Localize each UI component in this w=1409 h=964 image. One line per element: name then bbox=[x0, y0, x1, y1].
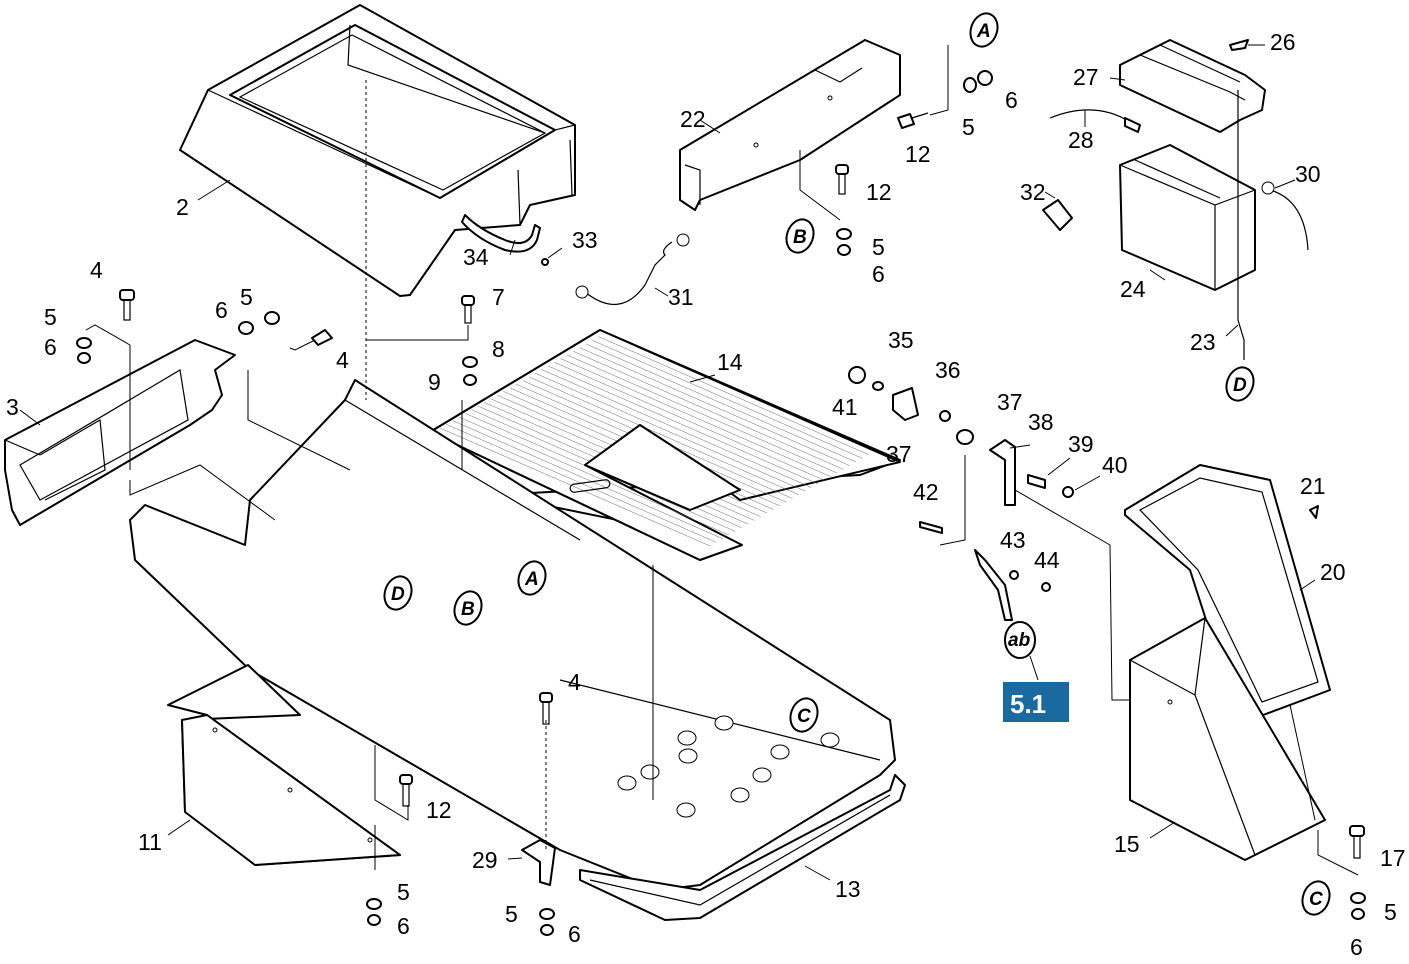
label-41: 41 bbox=[832, 394, 858, 420]
section-badge[interactable]: 5.1 bbox=[1003, 682, 1069, 722]
label-20: 20 bbox=[1320, 559, 1346, 585]
label-12c: 12 bbox=[866, 179, 892, 205]
label-5e: 5 bbox=[962, 114, 975, 140]
marker-b-floor: B bbox=[453, 590, 483, 626]
label-27: 27 bbox=[1073, 64, 1099, 90]
label-17: 17 bbox=[1380, 845, 1406, 871]
label-37a: 37 bbox=[997, 389, 1023, 415]
label-28: 28 bbox=[1068, 127, 1094, 153]
marker-d-top: D bbox=[1225, 366, 1255, 402]
label-13: 13 bbox=[835, 876, 861, 902]
label-23: 23 bbox=[1190, 329, 1216, 355]
hose-part-34 bbox=[461, 214, 541, 253]
label-36: 36 bbox=[935, 357, 961, 383]
label-31: 31 bbox=[668, 284, 694, 310]
label-12b: 12 bbox=[905, 141, 931, 167]
label-14: 14 bbox=[717, 349, 743, 375]
bracket-part-11 bbox=[167, 664, 401, 866]
label-5d: 5 bbox=[505, 901, 518, 927]
label-6g: 6 bbox=[1350, 934, 1363, 960]
label-7: 7 bbox=[492, 284, 505, 310]
svg-text:C: C bbox=[797, 706, 811, 727]
label-43: 43 bbox=[1000, 527, 1026, 553]
marker-a-top: A bbox=[969, 12, 999, 48]
label-6d: 6 bbox=[568, 921, 581, 947]
svg-text:A: A bbox=[524, 569, 539, 590]
label-5f: 5 bbox=[872, 234, 885, 260]
label-12a: 12 bbox=[426, 797, 452, 823]
label-5g: 5 bbox=[1384, 899, 1397, 925]
label-37b: 37 bbox=[886, 441, 912, 467]
marker-a-floor: A bbox=[517, 560, 547, 596]
label-40: 40 bbox=[1102, 452, 1128, 478]
svg-text:5.1: 5.1 bbox=[1010, 689, 1046, 719]
label-4c: 4 bbox=[568, 669, 581, 695]
label-3: 3 bbox=[6, 394, 19, 420]
svg-text:C: C bbox=[1309, 889, 1323, 910]
battery-holder-part-27 bbox=[1119, 39, 1266, 133]
label-39: 39 bbox=[1068, 431, 1094, 457]
label-15: 15 bbox=[1114, 831, 1140, 857]
label-5b: 5 bbox=[240, 284, 253, 310]
battery-part-24 bbox=[1119, 144, 1256, 291]
label-30: 30 bbox=[1295, 161, 1321, 187]
label-26: 26 bbox=[1270, 29, 1296, 55]
label-2: 2 bbox=[176, 194, 189, 220]
label-4a: 4 bbox=[90, 257, 103, 283]
label-6e: 6 bbox=[1005, 87, 1018, 113]
label-5c: 5 bbox=[397, 879, 410, 905]
label-6c: 6 bbox=[397, 913, 410, 939]
label-6f: 6 bbox=[872, 261, 885, 287]
label-38: 38 bbox=[1028, 409, 1054, 435]
label-44: 44 bbox=[1034, 547, 1060, 573]
svg-text:B: B bbox=[793, 227, 807, 248]
label-9: 9 bbox=[428, 369, 441, 395]
label-4b: 4 bbox=[336, 347, 349, 373]
hardware-parts bbox=[76, 39, 1366, 936]
label-21: 21 bbox=[1300, 473, 1326, 499]
label-24: 24 bbox=[1120, 276, 1146, 302]
bracket-part-29 bbox=[521, 839, 556, 886]
marker-c-right: C bbox=[1301, 880, 1331, 916]
label-34: 34 bbox=[463, 244, 489, 270]
label-5a: 5 bbox=[44, 304, 57, 330]
label-11: 11 bbox=[138, 829, 162, 855]
label-42: 42 bbox=[913, 479, 939, 505]
svg-text:ab: ab bbox=[1008, 630, 1031, 651]
leader-lines bbox=[85, 45, 1359, 876]
svg-text:D: D bbox=[1233, 375, 1247, 396]
part-numbers: 2 3 4 4 4 5 6 6 5 7 8 9 11 12 5 6 29 5 6… bbox=[6, 29, 1406, 960]
label-leaders bbox=[19, 44, 1316, 881]
rod-part-23 bbox=[1237, 90, 1245, 360]
floor-plate-part-13 bbox=[129, 379, 906, 921]
label-35: 35 bbox=[888, 327, 914, 353]
label-8: 8 bbox=[492, 336, 505, 362]
side-bracket-part-3 bbox=[4, 339, 236, 526]
label-22: 22 bbox=[680, 106, 706, 132]
svg-text:B: B bbox=[461, 599, 475, 620]
label-6a: 6 bbox=[44, 334, 57, 360]
marker-c-floor: C bbox=[789, 697, 819, 733]
label-29: 29 bbox=[472, 847, 498, 873]
panel-part-15 bbox=[1129, 617, 1326, 861]
label-6b: 6 bbox=[215, 297, 228, 323]
cover-part-2 bbox=[179, 4, 576, 297]
svg-text:A: A bbox=[976, 21, 991, 42]
marker-b-top: B bbox=[785, 218, 815, 254]
reference-markers: A B D A D B C C bbox=[383, 12, 1331, 916]
label-33: 33 bbox=[572, 227, 598, 253]
svg-text:D: D bbox=[391, 584, 405, 605]
marker-d-floor: D bbox=[383, 575, 413, 611]
marker-ab: ab bbox=[1004, 621, 1039, 681]
label-32: 32 bbox=[1020, 179, 1046, 205]
